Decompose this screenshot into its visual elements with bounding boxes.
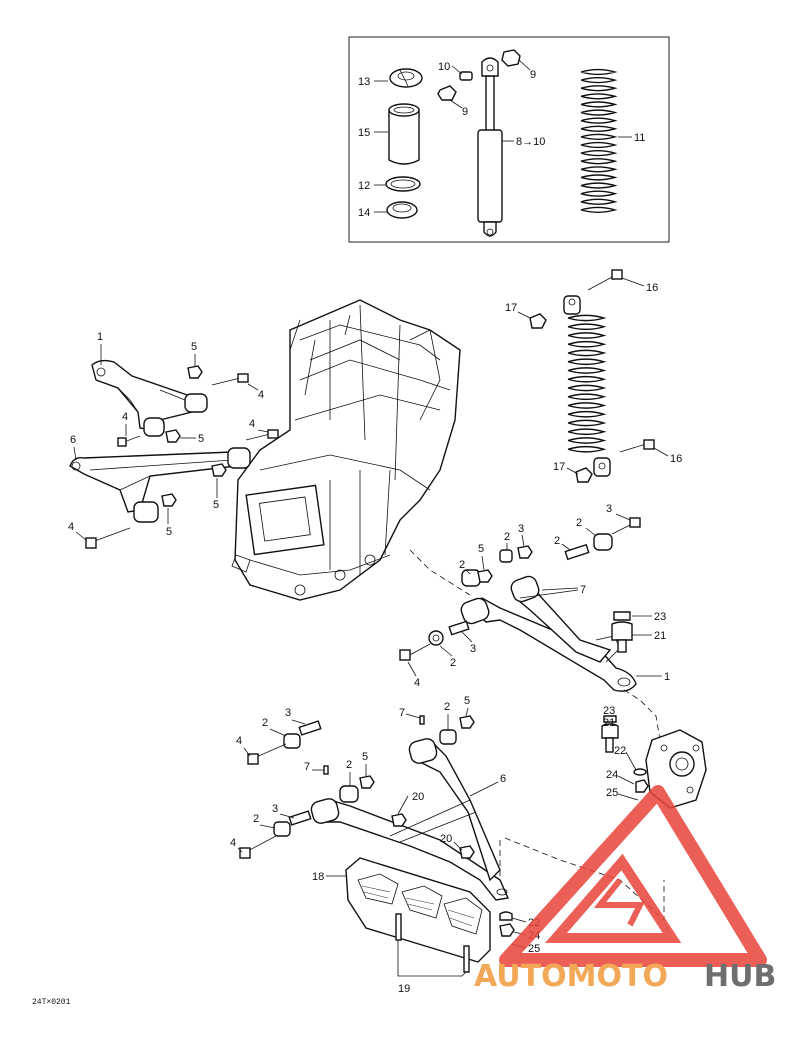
label-2-e: 2 xyxy=(450,657,456,669)
right-upper-hardware xyxy=(399,517,641,661)
label-12: 12 xyxy=(358,180,370,192)
label-16-top: 16 xyxy=(646,282,658,294)
label-13: 13 xyxy=(358,76,370,88)
label-20-b: 20 xyxy=(440,833,452,845)
label-5-a: 5 xyxy=(191,341,197,353)
part-8-shock xyxy=(477,57,503,237)
part-labels: 1 5 4 4 5 4 6 5 4 5 17 16 17 16 2 5 2 xyxy=(68,277,682,995)
label-2-a: 2 xyxy=(459,559,465,571)
lower-left-a-arm xyxy=(69,447,251,523)
label-6-left: 6 xyxy=(70,434,76,446)
label-7-c: 7 xyxy=(304,761,310,773)
label-14: 14 xyxy=(358,207,370,219)
drawing-code: 24T×0201 xyxy=(32,998,71,1007)
label-18: 18 xyxy=(312,871,324,883)
chassis-frame xyxy=(231,299,461,601)
label-25-a: 25 xyxy=(606,787,618,799)
label-2-d: 2 xyxy=(576,517,582,529)
label-4-h: 4 xyxy=(230,837,236,849)
label-4-d: 4 xyxy=(68,521,74,533)
part-14-ring xyxy=(386,201,418,219)
label-5-b: 5 xyxy=(198,433,204,445)
label-11: 11 xyxy=(634,132,645,144)
label-5-e: 5 xyxy=(478,543,484,555)
watermark-triangle-inner xyxy=(545,853,682,943)
label-1-right: 1 xyxy=(664,671,670,683)
label-10: 10 xyxy=(438,61,450,73)
watermark-logo: AUTOMOTO HUB xyxy=(474,785,776,994)
label-5-d: 5 xyxy=(166,526,172,538)
main-shock-assembly xyxy=(529,269,655,483)
label-2-g: 2 xyxy=(444,701,450,713)
watermark-triangle-outer xyxy=(499,785,767,967)
label-21-a: 21 xyxy=(654,630,666,642)
label-16-bottom: 16 xyxy=(670,453,682,465)
label-3-a: 2 xyxy=(554,535,560,547)
label-2-c: 3 xyxy=(518,523,524,535)
label-7-b: 7 xyxy=(399,707,405,719)
label-5-c: 5 xyxy=(213,499,219,511)
label-6-right: 6 xyxy=(500,773,506,785)
label-4-e: 3 xyxy=(606,503,612,515)
label-17-bottom: 17 xyxy=(553,461,565,473)
label-3-c: 3 xyxy=(285,707,291,719)
label-4-c: 4 xyxy=(249,418,255,430)
label-5-f: 5 xyxy=(464,695,470,707)
part-9-nut-top xyxy=(501,49,521,67)
inset-shock-components: 13 15 12 14 10 9 9 8→10 11 xyxy=(348,36,670,243)
label-22-a: 22 xyxy=(614,745,626,757)
label-24-a: 24 xyxy=(606,769,618,781)
lower-arm-hardware xyxy=(239,715,515,937)
part-18-skid-plate xyxy=(345,857,491,973)
label-23-b: 23 xyxy=(603,705,615,717)
label-4-a: 4 xyxy=(258,389,264,401)
part-9-nut-bottom xyxy=(437,85,457,101)
watermark-text-auto: AUTOMOTO xyxy=(474,959,668,994)
upper-left-a-arm xyxy=(91,359,208,437)
part-13-retainer xyxy=(389,68,423,88)
label-1-left: 1 xyxy=(97,331,103,343)
label-21-b: 21 xyxy=(603,717,615,729)
label-4-b: 4 xyxy=(122,411,128,423)
label-4-f: 4 xyxy=(414,677,420,689)
label-9-top: 9 xyxy=(530,69,536,81)
watermark-g-mark xyxy=(593,878,645,927)
part-11-spring xyxy=(580,68,618,214)
label-20-a: 20 xyxy=(412,791,424,803)
left-hardware xyxy=(85,365,279,549)
label-9-bottom: 9 xyxy=(462,106,468,118)
label-15: 15 xyxy=(358,127,370,139)
label-4-g: 4 xyxy=(236,735,242,747)
label-7-a: 7 xyxy=(580,584,586,596)
label-3-d: 3 xyxy=(272,803,278,815)
label-2-i: 2 xyxy=(253,813,259,825)
label-8: 8→10 xyxy=(516,136,545,148)
label-17-top: 17 xyxy=(505,302,517,314)
watermark-text-hub: HUB xyxy=(704,959,776,994)
part-15-sleeve xyxy=(388,103,420,165)
label-3-b: 3 xyxy=(470,643,476,655)
lower-right-a-arm xyxy=(310,738,510,901)
label-23-a: 23 xyxy=(654,611,666,623)
label-2-b: 2 xyxy=(504,531,510,543)
label-2-h: 2 xyxy=(346,759,352,771)
label-5-g: 5 xyxy=(362,751,368,763)
label-19: 19 xyxy=(398,983,410,995)
part-10-bushing xyxy=(459,71,473,81)
label-25-b: 25 xyxy=(528,943,540,955)
label-2-f: 2 xyxy=(262,717,268,729)
right-upper-a-arm xyxy=(460,575,637,692)
part-12-ring xyxy=(385,176,421,192)
